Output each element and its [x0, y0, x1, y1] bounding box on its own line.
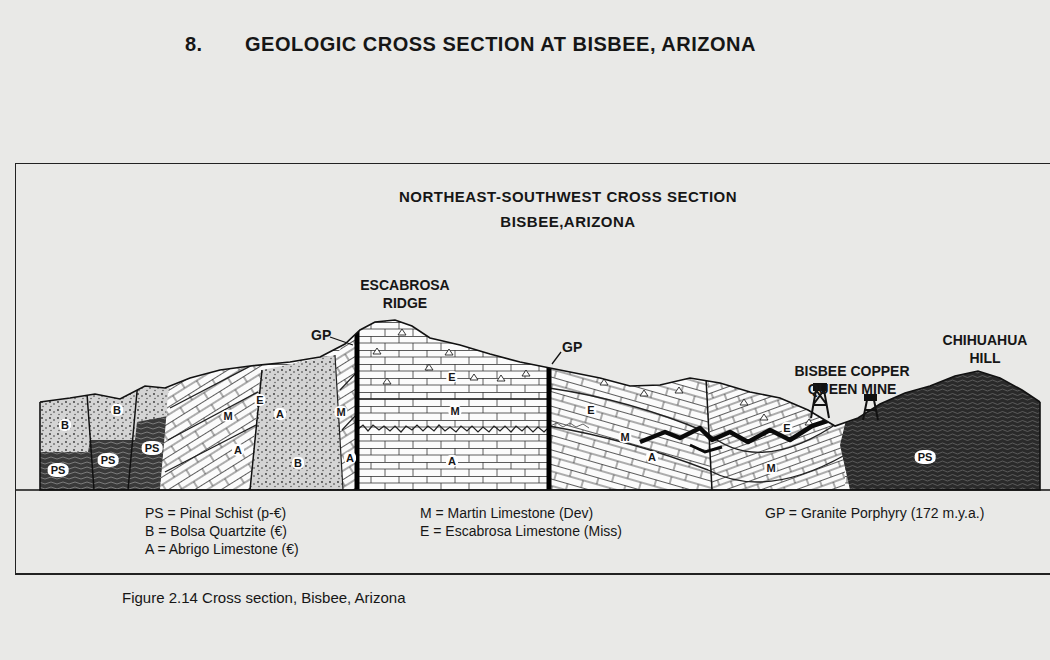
- figure-number: 8.: [185, 33, 203, 56]
- unit-label: E: [254, 394, 265, 406]
- unit-label: PS: [142, 441, 163, 455]
- illustration-part: [335, 330, 357, 490]
- illustration-part: [357, 425, 563, 432]
- illustration-part: [640, 420, 830, 442]
- illustration-part: [445, 349, 453, 355]
- unit-label: B: [292, 457, 304, 469]
- dike-label: GP: [311, 326, 331, 344]
- unit-label: A: [446, 455, 458, 467]
- illustration-part: [740, 399, 813, 425]
- illustration-part: [497, 375, 505, 381]
- section-heading: NORTHEAST-SOUTHWEST CROSS SECTION BISBEE…: [368, 184, 768, 234]
- place-name: CHIHUAHUA HILL: [926, 331, 1044, 367]
- unit-label: A: [274, 408, 286, 420]
- unit-label: M: [448, 405, 461, 417]
- illustration-part: [552, 352, 561, 364]
- illustration-part: [335, 355, 357, 490]
- unit-label: A: [646, 451, 658, 463]
- unit-label: A: [344, 452, 356, 464]
- unit-label: B: [59, 419, 71, 431]
- illustration-part: [15, 489, 1050, 491]
- illustration-part: [425, 364, 433, 370]
- illustration-part: [706, 340, 845, 490]
- illustration-part: [250, 370, 262, 490]
- illustration-part: [690, 445, 722, 452]
- illustration-part: [383, 378, 391, 384]
- diagram-title: GEOLOGIC CROSS SECTION AT BISBEE, ARIZON…: [245, 33, 756, 56]
- unit-label: E: [781, 422, 792, 434]
- illustration-part: [760, 414, 768, 420]
- unit-label: B: [111, 404, 123, 416]
- unit-label: E: [446, 371, 457, 383]
- unit-label: M: [221, 410, 234, 422]
- legend-entry: B = Bolsa Quartzite (€): [145, 522, 287, 540]
- illustration-part: [547, 355, 552, 490]
- legend-entry: E = Escabrosa Limestone (Miss): [420, 522, 622, 540]
- illustration-part: [40, 320, 1040, 426]
- illustration-part: [357, 398, 549, 400]
- illustration-part: [522, 370, 530, 376]
- illustration-part: [86, 370, 139, 490]
- illustration-part: [863, 400, 878, 420]
- illustration-part: [373, 348, 381, 354]
- illustration-part: [740, 399, 748, 405]
- illustration-part: [470, 374, 478, 380]
- illustration-part: [40, 350, 172, 490]
- unit-label: A: [232, 444, 244, 456]
- illustration-part: [250, 355, 343, 490]
- legend-entry: GP = Granite Porphyry (172 m.y.a.): [765, 504, 995, 522]
- unit-label: M: [618, 431, 631, 443]
- illustration-part: [549, 388, 708, 470]
- unit-label: E: [585, 404, 596, 416]
- illustration-part: [550, 423, 589, 428]
- legend-entry: M = Martin Limestone (Dev): [420, 504, 593, 522]
- illustration-part: [40, 300, 1040, 490]
- figure-caption: Figure 2.14 Cross section, Bisbee, Arizo…: [122, 589, 405, 606]
- unit-label: PS: [915, 450, 936, 464]
- unit-label: M: [334, 406, 347, 418]
- illustration-part: [549, 340, 712, 490]
- illustration-part: [706, 420, 845, 482]
- illustration-part: [40, 416, 168, 490]
- illustration-part: [398, 329, 406, 335]
- legend-entry: PS = Pinal Schist (p-€): [145, 504, 286, 522]
- illustration-part: [330, 337, 353, 345]
- unit-label: PS: [98, 453, 119, 467]
- place-name: ESCABROSA RIDGE: [350, 276, 460, 312]
- illustration-part: [640, 390, 648, 396]
- illustration-part: [40, 402, 1040, 490]
- illustration-part: [675, 387, 683, 393]
- illustration-part: [40, 300, 1040, 490]
- legend-entry: A = Abrigo Limestone (€): [145, 540, 299, 558]
- unit-label: M: [764, 462, 777, 474]
- illustration-part: [355, 320, 360, 490]
- dike-label: GP: [562, 338, 582, 356]
- illustration-part: [373, 329, 530, 384]
- illustration-part: [165, 360, 262, 472]
- unit-label: PS: [48, 463, 69, 477]
- place-name: BISBEE COPPER QUEEN MINE: [776, 362, 928, 398]
